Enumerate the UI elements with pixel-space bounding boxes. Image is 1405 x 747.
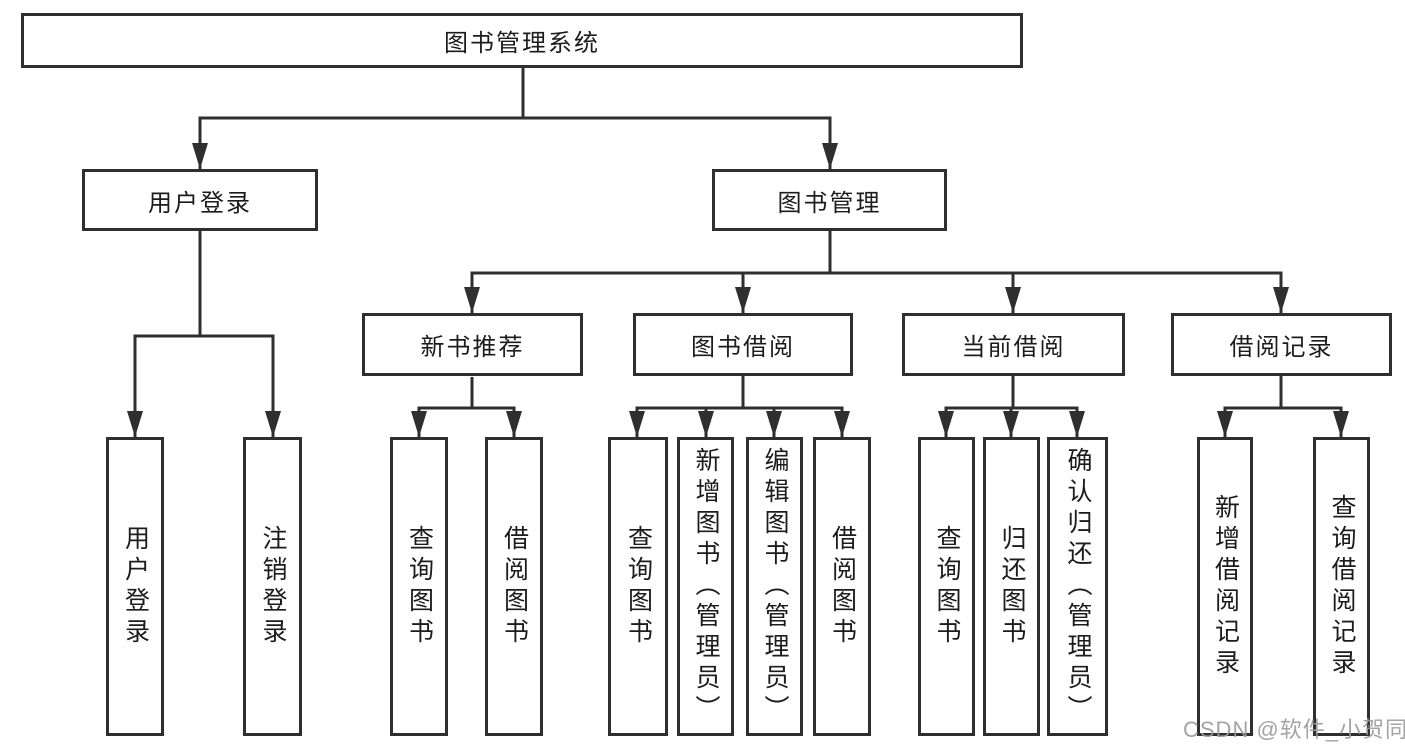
node-user-login-label: 用户登录: [148, 189, 252, 217]
leaf-query-books-3-label: 查询图书: [933, 524, 961, 649]
leaf-borrow-books-1: 借阅图书: [485, 437, 543, 736]
leaf-borrow-books-1-label: 借阅图书: [500, 524, 529, 649]
leaf-add-borrow-record-label: 新增借阅记录: [1211, 493, 1240, 680]
leaf-logout-label: 注销登录: [259, 524, 287, 649]
leaf-confirm-return-admin-label: 确认归还（管理员）: [1064, 447, 1092, 726]
leaf-user-login: 用户登录: [106, 437, 164, 736]
node-borrow-records-label: 借阅记录: [1229, 334, 1334, 361]
csdn-watermark: CSDN @软件_小贺同学: [1183, 717, 1405, 742]
leaf-query-books-3: 查询图书: [918, 437, 975, 736]
edge-new-book-recommend-children: [411, 377, 522, 437]
leaf-query-borrow-record: 查询借阅记录: [1313, 437, 1370, 736]
leaf-edit-book-admin-label: 编辑图书（管理员）: [761, 447, 789, 726]
leaf-edit-book-admin: 编辑图书（管理员）: [746, 437, 803, 736]
edge-current-borrow-children: [938, 376, 1085, 437]
leaf-borrow-books-2-label: 借阅图书: [828, 524, 857, 649]
node-root-label: 图书管理系统: [444, 30, 600, 57]
edge-book-management-children: [464, 231, 1289, 313]
edge-book-borrow-children: [629, 376, 850, 437]
leaf-user-login-label: 用户登录: [121, 524, 150, 649]
leaf-return-book-label: 归还图书: [998, 524, 1026, 649]
node-borrow-records: 借阅记录: [1171, 313, 1392, 376]
leaf-return-book: 归还图书: [983, 437, 1040, 736]
edge-user-login-children: [127, 231, 281, 437]
node-book-management-label: 图书管理: [777, 189, 882, 217]
node-user-login: 用户登录: [82, 169, 318, 231]
leaf-query-borrow-record-label: 查询借阅记录: [1328, 493, 1356, 680]
node-root-system: 图书管理系统: [21, 13, 1023, 68]
leaf-confirm-return-admin: 确认归还（管理员）: [1047, 437, 1108, 736]
leaf-query-books-2-label: 查询图书: [624, 524, 653, 649]
leaf-add-book-admin-label: 新增图书（管理员）: [692, 447, 720, 726]
edge-borrow-records-children: [1217, 376, 1349, 437]
leaf-logout: 注销登录: [243, 437, 302, 736]
leaf-query-books-1: 查询图书: [390, 437, 448, 736]
leaf-query-books-1-label: 查询图书: [405, 524, 434, 649]
node-new-book-recommend-label: 新书推荐: [420, 334, 525, 361]
leaf-borrow-books-2: 借阅图书: [813, 437, 871, 736]
node-book-borrow-label: 图书借阅: [691, 334, 795, 361]
node-book-management: 图书管理: [712, 169, 947, 231]
leaf-add-borrow-record: 新增借阅记录: [1197, 437, 1253, 736]
node-current-borrow-label: 当前借阅: [961, 334, 1066, 361]
node-new-book-recommend: 新书推荐: [362, 313, 583, 376]
leaf-add-book-admin: 新增图书（管理员）: [677, 437, 734, 736]
edge-root-to-level2: [192, 68, 838, 169]
node-current-borrow: 当前借阅: [902, 313, 1125, 376]
leaf-query-books-2: 查询图书: [608, 437, 668, 736]
node-book-borrow: 图书借阅: [633, 313, 853, 376]
